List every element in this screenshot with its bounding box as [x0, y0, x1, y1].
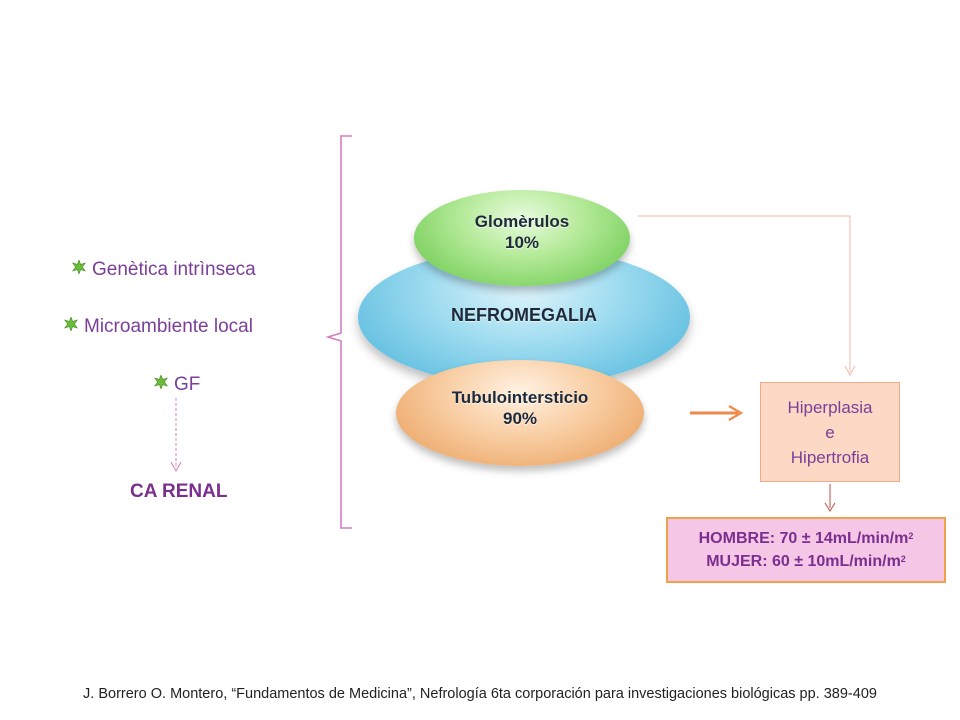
list-item-gf: GF — [154, 374, 200, 396]
rate-mujer-text: MUJER: 60 ± 10mL/min/m — [706, 553, 901, 570]
rate-hombre: HOMBRE: 70 ± 14mL/min/m2 — [668, 527, 944, 550]
hiperplasia-line: e — [825, 422, 835, 442]
green-star-bullet-icon — [154, 375, 168, 389]
hyper-to-rate-arrowhead — [824, 502, 836, 512]
filtration-rate-box: HOMBRE: 70 ± 14mL/min/m2 MUJER: 60 ± 10m… — [666, 517, 946, 583]
hiperplasia-box: Hiperplasia e Hipertrofia — [760, 382, 900, 482]
glomerulos-connector-arrowhead — [844, 365, 856, 377]
list-item-genetica: Genètica intrìnseca — [72, 259, 256, 281]
list-item-label: GF — [174, 374, 201, 395]
hiperplasia-line: Hiperplasia — [787, 397, 873, 417]
list-item-label: Genètica intrìnseca — [92, 259, 256, 280]
citation-text: J. Borrero O. Montero, “Fundamentos de M… — [83, 686, 877, 702]
green-star-bullet-icon — [64, 317, 78, 331]
rate-mujer: MUJER: 60 ± 10mL/min/m2 — [668, 550, 944, 573]
green-star-bullet-icon — [72, 260, 86, 274]
curly-brace — [325, 135, 352, 529]
gf-to-ca-arrowhead — [170, 461, 182, 473]
list-item-microambiente: Microambiente local — [64, 316, 253, 338]
rate-exponent: 2 — [908, 531, 914, 541]
tubulointersticio-name: Tubulointersticio — [451, 388, 589, 407]
glomerulos-percent: 10% — [504, 233, 540, 252]
glomerulos-name: Glomèrulos — [474, 212, 570, 231]
hiperplasia-line: Hipertrofia — [790, 447, 870, 467]
rate-exponent: 2 — [900, 554, 906, 564]
tubulointersticio-ellipse: Tubulointersticio 90% — [396, 360, 644, 466]
nefromegalia-label: NEFROMEGALIA — [451, 304, 597, 325]
tubulo-arrowhead — [728, 405, 744, 421]
ca-renal-label: CA RENAL — [130, 481, 228, 502]
glomerulos-ellipse: Glomèrulos 10% — [414, 190, 630, 286]
list-item-label: Microambiente local — [84, 316, 253, 337]
rate-hombre-text: HOMBRE: 70 ± 14mL/min/m — [698, 530, 909, 547]
glomerulos-connector — [638, 215, 851, 372]
tubulointersticio-percent: 90% — [502, 409, 538, 428]
